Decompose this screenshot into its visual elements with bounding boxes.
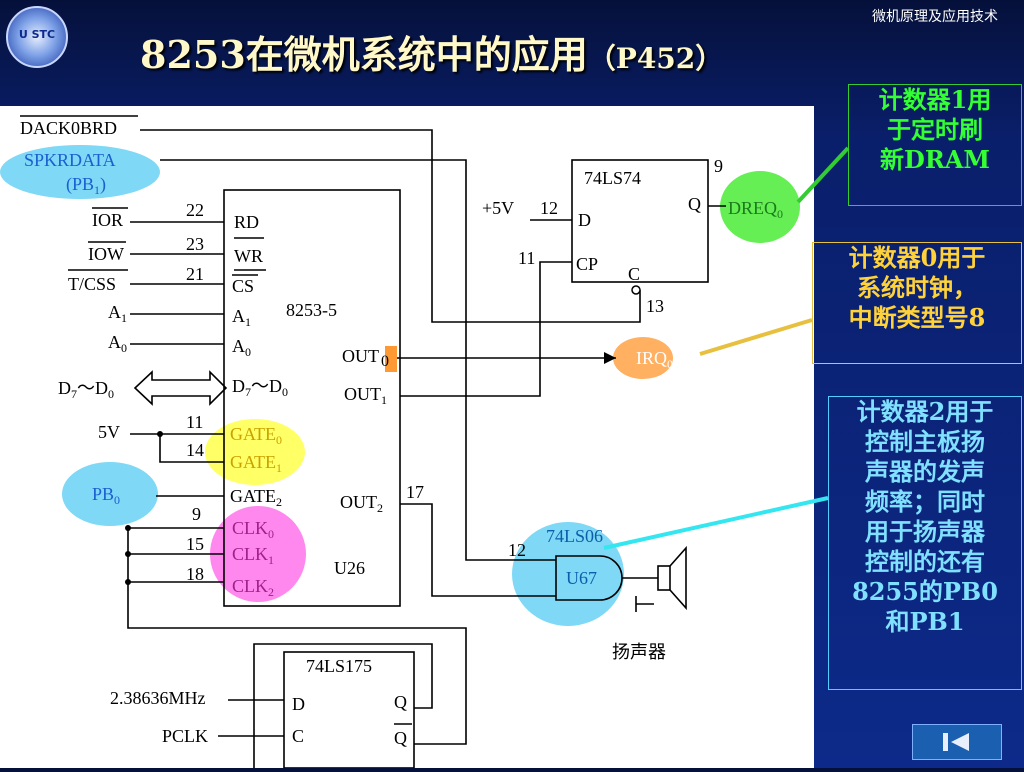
note-counter1: 计数器1用 于定时刷 新DRAM [848, 84, 1022, 206]
pin-a0: A0 [232, 336, 251, 359]
note-counter2: 计数器2用于 控制主板扬 声器的发声 频率；同时 用于扬声器 控制的还有 825… [828, 396, 1022, 690]
pin-gate2: GATE2 [230, 486, 282, 509]
clk-highlight [210, 506, 306, 602]
pin-number-out2: 17 [406, 482, 424, 502]
course-title: 微机原理及应用技术 [872, 9, 998, 25]
pin-number-gate2: 9 [192, 504, 201, 524]
speaker-label: 扬声器 [612, 642, 666, 662]
note1-line3: 新DRAM [880, 145, 990, 174]
gate-highlight [205, 419, 305, 485]
pin-clk0: CLK0 [232, 518, 274, 541]
pin-gate0: GATE0 [230, 424, 282, 447]
ff175-pin-q: Q [394, 692, 407, 712]
note3-line3: 声器的发声 [865, 457, 985, 486]
dreq-highlight [720, 171, 800, 243]
chip-8253-ref: U26 [334, 558, 365, 578]
tcss-label: T/CSS [68, 274, 116, 294]
ff74-v5: +5V [482, 198, 514, 218]
note2-line1: 计数器0用于 [848, 243, 986, 272]
note3-line7: 8255的PB0 [852, 577, 998, 606]
pin-number-wr: 23 [186, 234, 204, 254]
pin-clk1: CLK1 [232, 544, 274, 567]
pin-number-clk2: 15 [186, 534, 204, 554]
ff74-pin-number-9: 9 [714, 156, 723, 176]
note3-line5: 用于扬声器 [865, 517, 985, 546]
ff74-pin-c: C [628, 264, 640, 284]
pin-out2: OUT2 [340, 492, 383, 515]
chip-74ls06-pin: 12 [508, 540, 526, 560]
note1-line1: 计数器1用 [878, 85, 992, 114]
pin-cs: CS [232, 276, 254, 296]
pin-number-rd: 22 [186, 200, 204, 220]
diagram-panel: DACK0BRD SPKRDATA (PB1) IOR IOW T/CSS A1… [0, 106, 814, 769]
irq-label: IRQ0 [636, 348, 673, 371]
ff74-pin-number-11: 11 [518, 248, 535, 268]
ff74-pin-cp: CP [576, 254, 598, 274]
ff175-pin-d: D [292, 694, 305, 714]
pin-rd: RD [234, 212, 259, 232]
ff74-pin-d: D [578, 210, 591, 230]
chip-74ls06-name: 74LS06 [546, 526, 603, 546]
pin-clk2: CLK2 [232, 576, 274, 599]
ff74-pin-number-12: 12 [540, 198, 558, 218]
pb0-highlight [62, 462, 158, 526]
spkrdata-highlight [0, 145, 160, 199]
out0-marker [385, 346, 397, 372]
a0-signal-label: A0 [108, 332, 127, 355]
page-reference: （P452） [587, 42, 724, 75]
pclk-label: PCLK [162, 726, 208, 746]
skip-back-icon [943, 733, 969, 751]
chip-74ls175-name: 74LS175 [306, 656, 372, 676]
chip-74ls74-name: 74LS74 [584, 168, 641, 188]
a1-signal-label: A1 [108, 302, 127, 325]
ff175-pin-qbar: Q [394, 728, 407, 748]
university-logo: U STC [6, 6, 68, 68]
pb1-label: (PB1) [66, 174, 106, 197]
chip-8253-name: 8253-5 [286, 300, 337, 320]
chip-74ls06-ref: U67 [566, 568, 597, 588]
slide-title-text: 8253在微机系统中的应用 [140, 32, 588, 77]
pin-number-cs: 21 [186, 264, 204, 284]
note-counter0: 计数器0用于 系统时钟， 中断类型号8 [812, 242, 1022, 364]
ff175-pin-c: C [292, 726, 304, 746]
pin-out1: OUT1 [344, 384, 387, 407]
dreq-label: DREQ0 [728, 198, 783, 221]
pin-d7d0: D7～D0 [232, 376, 288, 399]
note3-line8: 和PB1 [885, 607, 965, 636]
ff74-pin-q: Q [688, 194, 701, 214]
spkrdata-label: SPKRDATA [24, 150, 116, 170]
d7d0-signal-label: D7～D0 [58, 378, 114, 401]
note1-line2: 于定时刷 [887, 115, 983, 144]
logo-text: U STC [18, 28, 56, 41]
chip-8253-body [223, 189, 401, 607]
circuit-diagram: DACK0BRD SPKRDATA (PB1) IOR IOW T/CSS A1… [0, 115, 800, 769]
note2-line3: 中断类型号8 [848, 303, 986, 332]
note3-line1: 计数器2用于 [856, 397, 994, 426]
ior-label: IOR [92, 210, 123, 230]
pin-wr: WR [234, 246, 263, 266]
pin-number-clk0: 11 [186, 412, 203, 432]
pb0-label: PB0 [92, 484, 120, 507]
pin-gate1: GATE1 [230, 452, 282, 475]
note3-line6: 控制的还有 [865, 547, 985, 576]
note2-line2: 系统时钟， [857, 273, 977, 302]
iow-label: IOW [88, 244, 124, 264]
irq-highlight [613, 337, 673, 379]
v5-label: 5V [98, 422, 120, 442]
pin-number-clk1: 14 [186, 440, 204, 460]
slide-title: 8253在微机系统中的应用（P452） [140, 24, 723, 79]
pin-a1: A1 [232, 306, 251, 329]
chip-74ls74-body [571, 159, 709, 283]
ff74-pin-number-13: 13 [646, 296, 664, 316]
pin-number-clk2b: 18 [186, 564, 204, 584]
note3-line2: 控制主板扬 [865, 427, 985, 456]
freq-label: 2.38636MHz [110, 688, 206, 708]
dack-label: DACK0BRD [20, 118, 117, 138]
note3-line4: 频率；同时 [865, 487, 985, 516]
previous-slide-button[interactable] [912, 724, 1002, 760]
